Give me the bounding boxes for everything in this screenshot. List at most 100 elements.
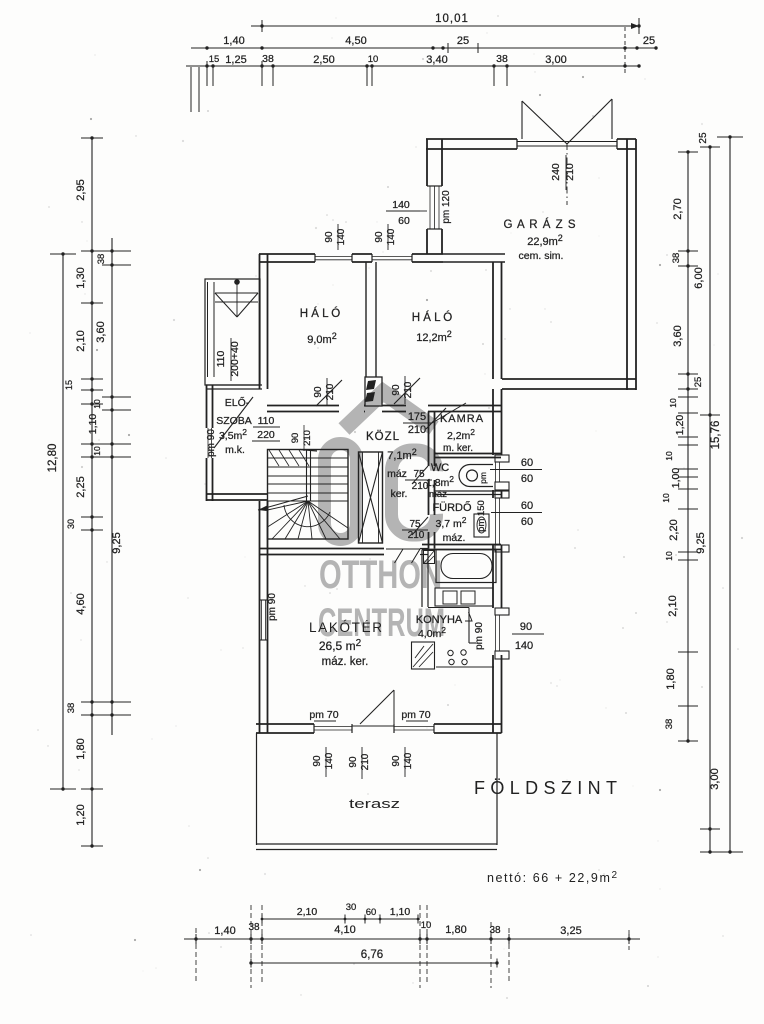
svg-text:9,25: 9,25 (695, 532, 707, 553)
svg-text:10: 10 (92, 446, 102, 456)
svg-text:1,00: 1,00 (670, 468, 682, 489)
svg-text:nettó: 66 + 22,9m2: nettó: 66 + 22,9m2 (487, 870, 617, 885)
svg-text:2,70: 2,70 (672, 198, 684, 219)
svg-text:210: 210 (325, 383, 336, 400)
svg-text:240: 240 (550, 163, 562, 181)
svg-text:10: 10 (664, 551, 674, 561)
svg-text:terasz: terasz (349, 797, 400, 811)
svg-text:2,10: 2,10 (297, 906, 318, 918)
svg-text:90: 90 (313, 386, 324, 398)
svg-text:2,10: 2,10 (75, 330, 87, 351)
svg-text:110: 110 (258, 415, 275, 427)
svg-text:140: 140 (324, 752, 335, 769)
svg-text:7,1m2: 7,1m2 (387, 447, 416, 462)
svg-text:15: 15 (64, 380, 74, 390)
svg-text:26,5 m2: 26,5 m2 (319, 638, 362, 653)
svg-text:10: 10 (668, 398, 678, 408)
svg-text:H Á L Ó: H Á L Ó (300, 307, 341, 320)
svg-text:3,25: 3,25 (560, 925, 581, 937)
svg-text:3,7 m2: 3,7 m2 (436, 515, 467, 530)
svg-text:1,80: 1,80 (445, 924, 466, 936)
svg-text:22,9m2: 22,9m2 (527, 233, 563, 248)
svg-text:38: 38 (671, 253, 682, 264)
svg-text:90: 90 (290, 433, 301, 444)
svg-text:4,0m2: 4,0m2 (418, 625, 446, 640)
svg-text:10: 10 (661, 493, 671, 503)
svg-text:25: 25 (643, 35, 655, 47)
svg-text:pm 150: pm 150 (476, 500, 487, 532)
svg-text:60: 60 (521, 500, 533, 512)
svg-text:12,80: 12,80 (47, 444, 59, 473)
svg-text:H Á L Ó: H Á L Ó (412, 311, 453, 324)
svg-text:25: 25 (698, 132, 709, 144)
svg-text:3,60: 3,60 (672, 325, 684, 346)
svg-text:15,76: 15,76 (710, 421, 722, 450)
svg-text:SZOBA: SZOBA (216, 415, 252, 427)
svg-text:máz: máz (387, 468, 407, 480)
svg-text:CENTRUM: CENTRUM (318, 601, 445, 645)
svg-text:pm 70: pm 70 (309, 709, 338, 721)
svg-text:30: 30 (346, 902, 357, 913)
svg-text:15: 15 (209, 54, 220, 65)
svg-text:1,20: 1,20 (75, 804, 87, 825)
svg-text:2,50: 2,50 (313, 54, 334, 66)
svg-text:220: 220 (257, 429, 275, 441)
svg-text:140: 140 (336, 228, 347, 245)
svg-text:210: 210 (403, 381, 414, 398)
svg-text:1,30: 1,30 (75, 267, 87, 288)
svg-text:4,60: 4,60 (75, 593, 87, 614)
svg-text:38: 38 (66, 703, 77, 714)
svg-text:200+40: 200+40 (229, 341, 241, 376)
svg-text:1,8m2: 1,8m2 (426, 474, 454, 489)
svg-text:4,10: 4,10 (334, 924, 355, 936)
svg-text:10: 10 (92, 399, 102, 409)
svg-text:90: 90 (391, 755, 402, 767)
svg-text:90: 90 (374, 231, 385, 243)
svg-text:60: 60 (521, 457, 533, 469)
svg-text:2,25: 2,25 (75, 476, 87, 497)
svg-text:90: 90 (312, 755, 323, 767)
svg-text:175: 175 (408, 411, 426, 423)
svg-text:1,10: 1,10 (87, 414, 99, 435)
svg-text:140: 140 (403, 752, 414, 769)
svg-text:FÜRDŐ: FÜRDŐ (432, 500, 472, 514)
svg-text:210: 210 (302, 430, 313, 446)
svg-text:1,40: 1,40 (223, 35, 244, 47)
svg-text:3,40: 3,40 (426, 54, 447, 66)
svg-text:WC: WC (431, 462, 449, 474)
svg-text:12,2m2: 12,2m2 (416, 329, 452, 344)
svg-text:38: 38 (664, 719, 675, 730)
svg-text:90: 90 (348, 756, 359, 768)
svg-text:1,80: 1,80 (75, 738, 87, 759)
svg-text:cem. sim.: cem. sim. (519, 250, 564, 262)
svg-text:140: 140 (392, 199, 410, 211)
svg-text:10: 10 (421, 920, 432, 931)
svg-text:2,20: 2,20 (668, 519, 680, 540)
svg-text:210: 210 (564, 163, 576, 181)
svg-text:60: 60 (521, 473, 533, 485)
svg-text:90: 90 (324, 231, 335, 243)
svg-text:pm 90: pm 90 (474, 622, 485, 650)
svg-text:10: 10 (664, 451, 674, 461)
svg-text:210: 210 (408, 530, 425, 541)
svg-text:210: 210 (412, 481, 429, 492)
svg-text:1,20: 1,20 (674, 415, 686, 436)
svg-text:10: 10 (368, 54, 379, 65)
svg-text:75: 75 (409, 519, 421, 530)
svg-text:210: 210 (408, 424, 426, 436)
svg-text:pm 90: pm 90 (206, 429, 217, 457)
svg-text:m.k.: m.k. (225, 444, 245, 456)
svg-text:máz.: máz. (443, 532, 466, 544)
svg-text:máz: máz (429, 489, 447, 500)
svg-text:75: 75 (413, 469, 425, 480)
svg-text:m. ker.: m. ker. (443, 443, 473, 454)
svg-text:2,95: 2,95 (75, 179, 87, 200)
svg-text:60: 60 (521, 516, 533, 528)
svg-text:KAMRA: KAMRA (440, 413, 484, 425)
svg-text:25: 25 (457, 35, 469, 47)
svg-text:1,40: 1,40 (214, 925, 235, 937)
svg-text:25: 25 (693, 377, 704, 388)
svg-text:pm: pm (478, 472, 488, 484)
svg-text:140: 140 (386, 228, 397, 245)
svg-text:1,25: 1,25 (225, 54, 246, 66)
